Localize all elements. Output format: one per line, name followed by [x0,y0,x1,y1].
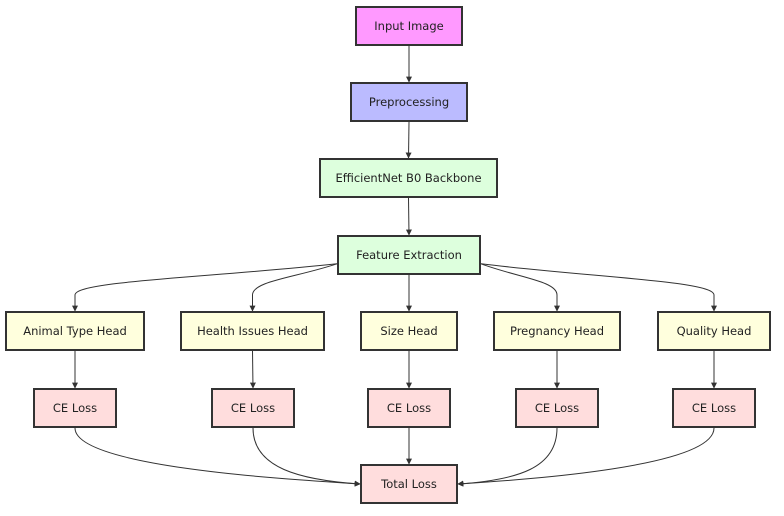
node-input-image: Input Image [355,6,463,46]
node-ce-loss-size: CE Loss [367,388,451,428]
edge-loss_health-to-total [252,427,361,487]
edge-loss_animal-to-total [74,427,361,487]
node-efficientnet-backbone: EfficientNet B0 Backbone [319,158,498,198]
node-ce-loss-quality: CE Loss [672,388,756,428]
edge-backbone-to-features [405,197,412,236]
node-pregnancy-head: Pregnancy Head [493,311,621,351]
edge-features-to-head_preg [480,263,560,312]
edge-loss_quality-to-total [457,427,715,487]
node-label: Feature Extraction [356,248,462,262]
node-label: CE Loss [386,401,432,415]
node-label: Quality Head [676,324,752,338]
node-label: Total Loss [381,477,437,491]
node-label: Health Issues Head [197,324,308,338]
node-label: Size Head [380,324,438,338]
node-feature-extraction: Feature Extraction [337,235,481,275]
node-label: CE Loss [230,401,276,415]
node-label: CE Loss [52,401,98,415]
edge-features-to-head_health [249,263,338,312]
edge-preprocess-to-backbone [405,121,412,159]
node-label: Input Image [374,19,444,33]
node-health-issues-head: Health Issues Head [180,311,325,351]
node-ce-loss-health: CE Loss [211,388,295,428]
node-label: CE Loss [534,401,580,415]
edge-head_health-to-loss_health [249,350,256,389]
node-size-head: Size Head [360,311,458,351]
node-label: CE Loss [691,401,737,415]
edge-loss_preg-to-total [457,427,558,487]
node-ce-loss-animal: CE Loss [33,388,117,428]
node-quality-head: Quality Head [657,311,771,351]
node-ce-loss-pregnancy: CE Loss [515,388,599,428]
node-total-loss: Total Loss [360,464,458,504]
node-label: Pregnancy Head [509,324,605,338]
edge-features-to-head_quality [480,263,717,312]
node-label: EfficientNet B0 Backbone [335,171,482,185]
node-animal-type-head: Animal Type Head [5,311,145,351]
node-label: Animal Type Head [23,324,127,338]
node-preprocessing: Preprocessing [350,82,468,122]
edge-features-to-head_animal [72,263,338,312]
node-label: Preprocessing [368,95,450,109]
